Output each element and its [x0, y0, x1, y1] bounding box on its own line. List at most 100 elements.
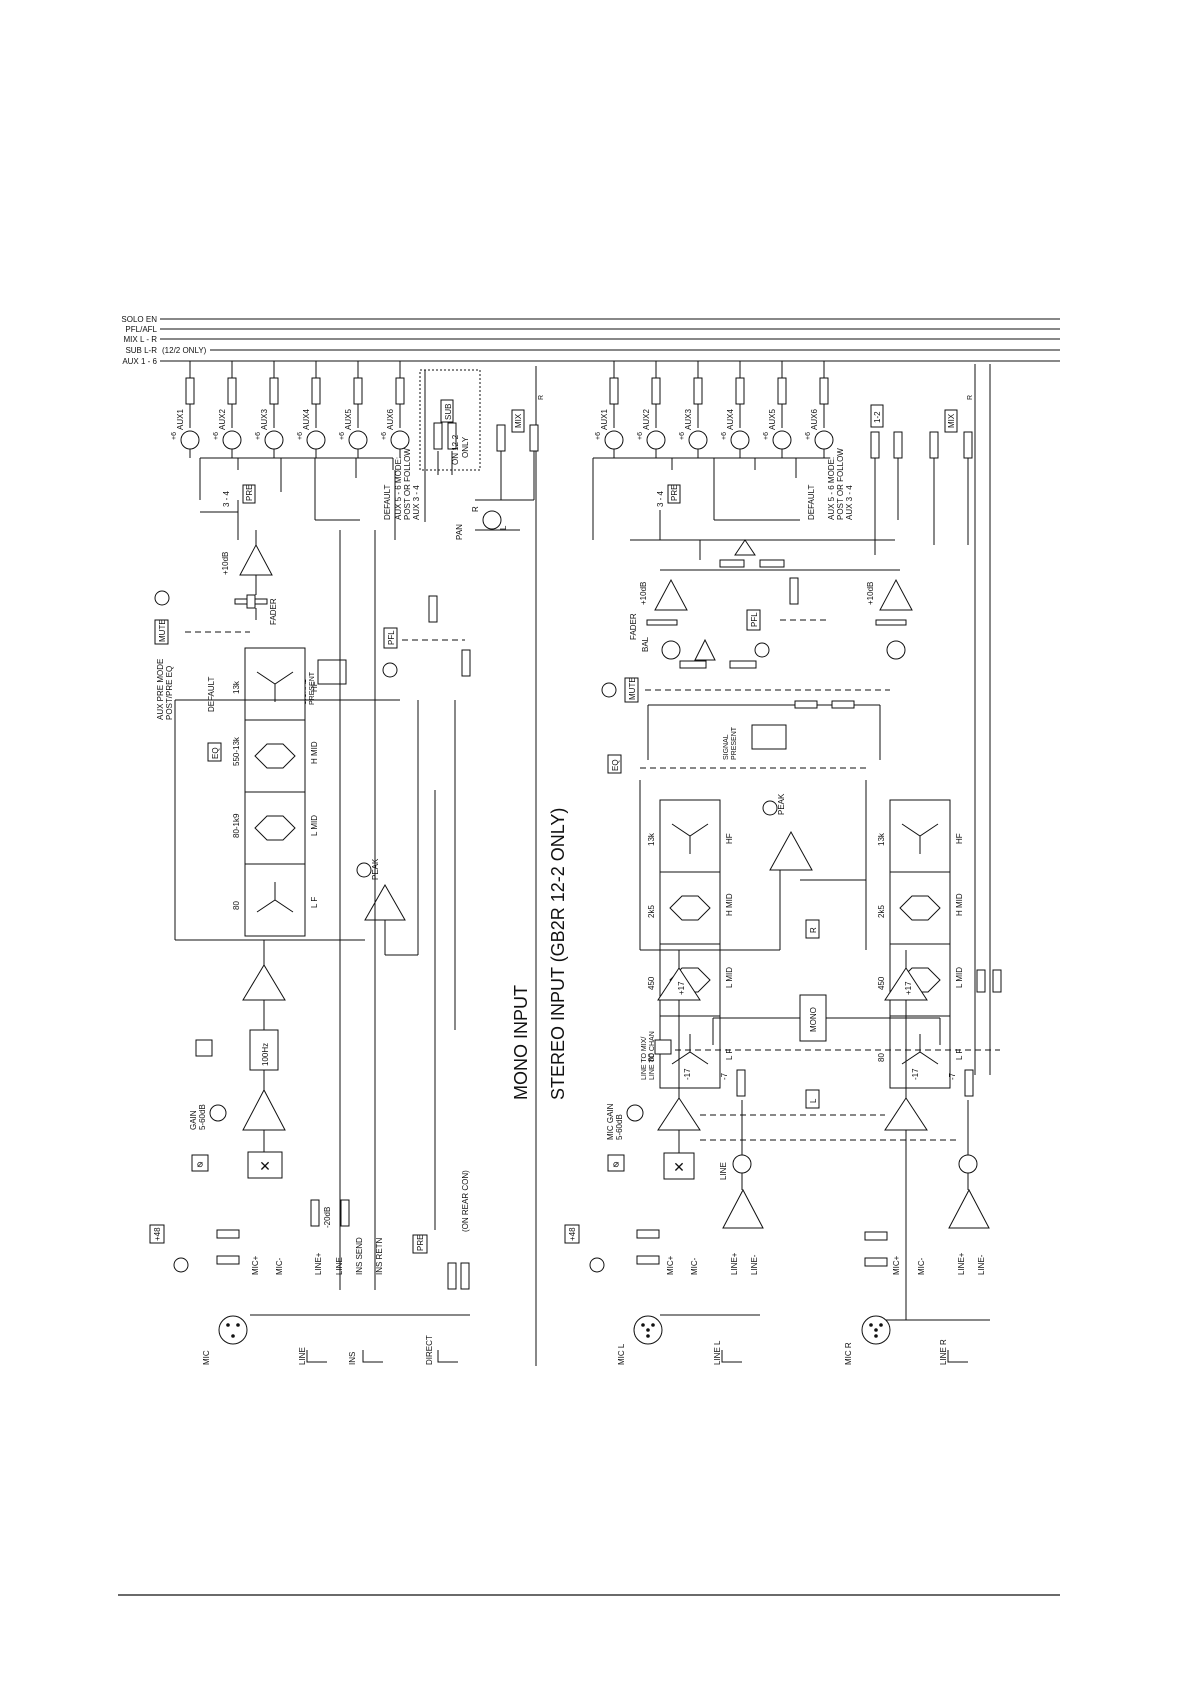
mono-sub-label: SUB — [444, 404, 453, 420]
mono-mix-switch[interactable] — [511, 409, 525, 433]
stereo-bal-label: BAL — [641, 636, 650, 652]
mono-aux4-resistor — [311, 377, 321, 405]
mono-aux-pre-mode-label: AUX PRE MODE — [156, 659, 165, 720]
bus-label-aux: AUX 1 - 6 — [122, 357, 157, 366]
stereo-mic-r-xlr[interactable] — [861, 1315, 891, 1345]
stereo-fader-r[interactable] — [875, 619, 907, 626]
stereo-r-eq-band-2-name: L MID — [955, 967, 964, 988]
mono-aux1-pot[interactable] — [180, 430, 200, 450]
stereo-aux2-pot[interactable] — [646, 430, 666, 450]
stereo-minus7-res-r — [964, 1069, 974, 1097]
mono-mic-xlr[interactable] — [218, 1315, 248, 1345]
stereo-line-amp-l — [722, 1188, 764, 1229]
stereo-r-eq-band-2-freq[interactable]: 450 — [877, 976, 886, 990]
mono-phantom-res-2 — [216, 1255, 240, 1265]
stereo-aux5-pot[interactable] — [772, 430, 792, 450]
stereo-pfl-label: PFL — [750, 612, 759, 627]
mono-hpf-switch[interactable] — [195, 1039, 213, 1057]
stereo-mic-minus-label-l: MIC- — [690, 1257, 699, 1275]
stereo-one-two-switch[interactable] — [870, 404, 884, 428]
mono-line-jack[interactable] — [306, 1350, 327, 1363]
stereo-l-eq-band-4-curve — [671, 823, 709, 854]
mono-fader-cap[interactable] — [246, 594, 256, 609]
stereo-phantom-led — [589, 1257, 605, 1273]
stereo-aux1-label: AUX1 — [600, 409, 609, 430]
mono-pfl-switch[interactable] — [383, 627, 398, 649]
stereo-bal-pot-r[interactable] — [886, 640, 906, 660]
stereo-aux3-pot[interactable] — [688, 430, 708, 450]
stereo-mix-switch[interactable] — [944, 409, 958, 433]
mono-mix-resistor-l — [496, 424, 506, 452]
stereo-mic-gain-pot[interactable] — [626, 1104, 644, 1122]
mono-aux2-pot[interactable] — [222, 430, 242, 450]
mono-eq-band-4-name: HF — [310, 681, 319, 692]
stereo-res-solo-1 — [976, 969, 986, 993]
stereo-fader-l[interactable] — [646, 619, 678, 626]
stereo-aux2-label: AUX2 — [642, 409, 651, 430]
stereo-aux4-pot[interactable] — [730, 430, 750, 450]
stereo-r-eq-band-1-freq[interactable]: 80 — [877, 1053, 886, 1062]
stereo-line-pot-r[interactable] — [958, 1154, 978, 1174]
bus-label-pfl-afl: PFL/AFL — [125, 325, 157, 334]
mono-aux4-pot[interactable] — [306, 430, 326, 450]
mono-sub-resistor-l — [433, 422, 443, 450]
stereo-fader-amp-l — [654, 578, 688, 611]
mono-hpf-label: 100Hz — [261, 1043, 270, 1066]
mono-eq-switch[interactable] — [207, 742, 222, 762]
mono-aux6-pot[interactable] — [390, 430, 410, 450]
mono-hpf-amp — [242, 964, 286, 1001]
mono-post-follow-label: POST OR FOLLOW — [403, 448, 412, 520]
stereo-aux5-label: AUX5 — [768, 409, 777, 430]
mono-aux3-pot[interactable] — [264, 430, 284, 450]
stereo-bal-pot-l[interactable] — [661, 640, 681, 660]
mono-phase-switch[interactable] — [191, 1154, 209, 1172]
mono-input-title: MONO INPUT — [511, 985, 531, 1100]
mono-aux1-gain-label: +6 — [171, 432, 178, 440]
mono-eq-band-3-freq[interactable]: 550-13k — [232, 736, 241, 766]
stereo-mute-res-2 — [831, 700, 855, 709]
stereo-line-pot-l[interactable] — [732, 1154, 752, 1174]
mono-eq-band-4-freq[interactable]: 13k — [232, 680, 241, 694]
stereo-phase-switch[interactable] — [607, 1154, 625, 1172]
mono-phantom-switch[interactable] — [149, 1224, 165, 1244]
stereo-r-eq-band-4-freq[interactable]: 13k — [877, 832, 886, 846]
mono-eq-band-1-freq[interactable]: 80 — [232, 901, 241, 910]
mono-line-plus-label: LINE+ — [314, 1252, 323, 1275]
stereo-l-eq-band-3-freq[interactable]: 2k5 — [647, 905, 656, 918]
stereo-l-eq-band-2-freq[interactable]: 450 — [647, 976, 656, 990]
mono-on12-label: ON 12-2 — [451, 434, 460, 465]
mono-fader-amp — [239, 543, 273, 576]
mono-ins-jack[interactable] — [362, 1350, 383, 1363]
stereo-line-to-mix-switch[interactable] — [654, 1039, 672, 1055]
stereo-mic-l-xlr[interactable] — [633, 1315, 663, 1345]
mono-direct-pre-switch[interactable] — [412, 1234, 428, 1254]
mono-aux5-pot[interactable] — [348, 430, 368, 450]
mono-aux56-mode-label: AUX 5 - 6 MODE: — [394, 457, 403, 520]
stereo-l-eq-band-4-freq[interactable]: 13k — [647, 832, 656, 846]
stereo-l-eq-band-1-freq[interactable]: 80 — [647, 1053, 656, 1062]
mono-gain-pot[interactable] — [209, 1104, 227, 1122]
stereo-line-r-jack[interactable] — [947, 1350, 968, 1363]
stereo-mute-switch[interactable] — [624, 677, 639, 703]
mono-eq-band-2-freq[interactable]: 80-1k9 — [232, 813, 241, 838]
stereo-phantom-switch[interactable] — [564, 1224, 580, 1244]
bus-lines — [160, 318, 1060, 362]
stereo-eq-switch[interactable] — [607, 754, 622, 774]
stereo-pre-switch[interactable] — [667, 484, 681, 504]
stereo-l-switch[interactable] — [805, 1089, 820, 1109]
stereo-aux1-pot[interactable] — [604, 430, 624, 450]
stereo-aux6-pot[interactable] — [814, 430, 834, 450]
stereo-pfl-switch[interactable] — [746, 609, 761, 631]
mono-direct-jack[interactable] — [437, 1350, 458, 1363]
mono-mute-switch[interactable] — [154, 619, 169, 645]
stereo-one-two-res-l — [870, 431, 880, 459]
mono-pan-pot[interactable] — [482, 510, 502, 530]
stereo-line-l-jack[interactable] — [721, 1350, 742, 1363]
mono-sub-switch[interactable] — [440, 399, 454, 423]
mono-pre-switch[interactable] — [242, 484, 256, 504]
stereo-mic-r-xlr-pin-3 — [874, 1334, 878, 1338]
stereo-mute-res-1 — [794, 700, 818, 709]
stereo-r-eq-band-3-freq[interactable]: 2k5 — [877, 905, 886, 918]
stereo-r-switch[interactable] — [805, 919, 820, 939]
